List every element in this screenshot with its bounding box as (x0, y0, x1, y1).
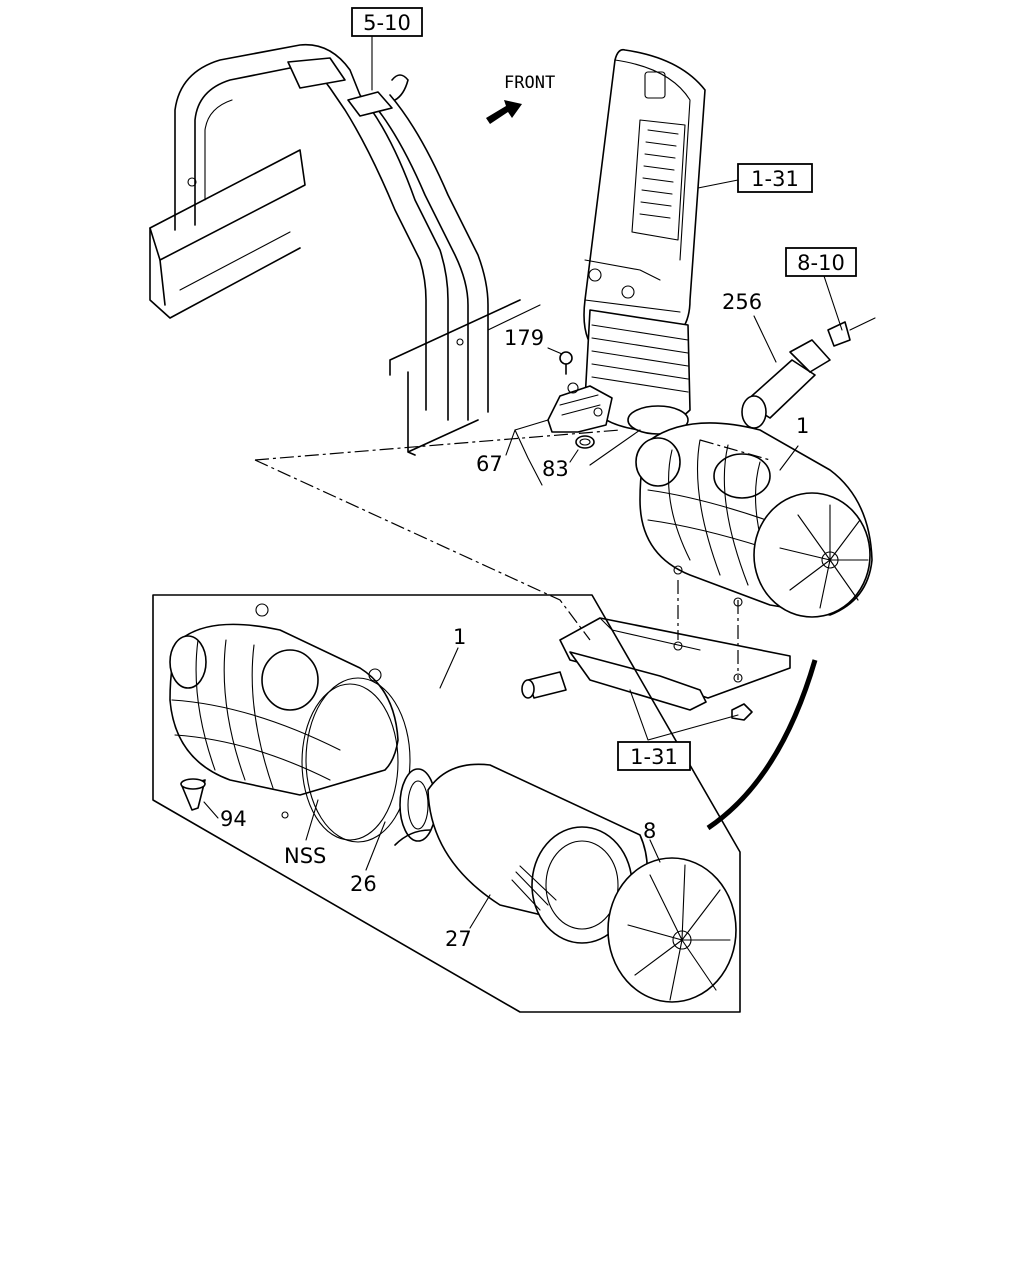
rotation-pointer-curve (706, 659, 818, 831)
callout-cover: 8 (643, 819, 656, 843)
intake-duct-drawing (583, 48, 706, 435)
front-label: FRONT (504, 73, 555, 93)
callout-clamp: NSS (284, 844, 326, 868)
front-arrow-icon (486, 100, 522, 124)
callout-bracket-assy: 67 (476, 452, 503, 476)
ref-box-sensor[interactable]: 8-10 (785, 247, 857, 277)
sensor-drawing (741, 317, 876, 429)
frame-bracket-drawing (149, 43, 541, 456)
ref-box-bracket[interactable]: 1-31 (617, 741, 691, 771)
ref-label-bracket: 1-31 (630, 745, 678, 769)
front-direction-indicator: FRONT (486, 73, 555, 124)
ref-box-intake-duct[interactable]: 1-31 (737, 163, 813, 193)
callout-o-ring: 83 (542, 457, 569, 481)
ref-label-frame: 5-10 (363, 11, 411, 35)
ref-label-intake-duct: 1-31 (751, 167, 799, 191)
callout-air-cleaner-exploded: 1 (453, 625, 466, 649)
ref-label-sensor: 8-10 (797, 251, 845, 275)
callout-sensor: 256 (722, 290, 762, 314)
ref-box-frame[interactable]: 5-10 (351, 7, 423, 37)
reference-dashed-lines (254, 429, 771, 680)
exploded-view-frame (152, 594, 741, 1013)
air-cleaner-exploded-drawing (169, 603, 737, 1003)
bracket-assembly-drawing (547, 351, 613, 449)
callout-outer-element: 27 (445, 927, 472, 951)
leader-lines (203, 35, 843, 929)
air-cleaner-assembled-drawing (635, 422, 873, 618)
callout-air-cleaner: 1 (796, 414, 809, 438)
callout-inner-element: 26 (350, 872, 377, 896)
callout-valve: 94 (220, 807, 247, 831)
callout-bolt: 179 (504, 326, 544, 350)
